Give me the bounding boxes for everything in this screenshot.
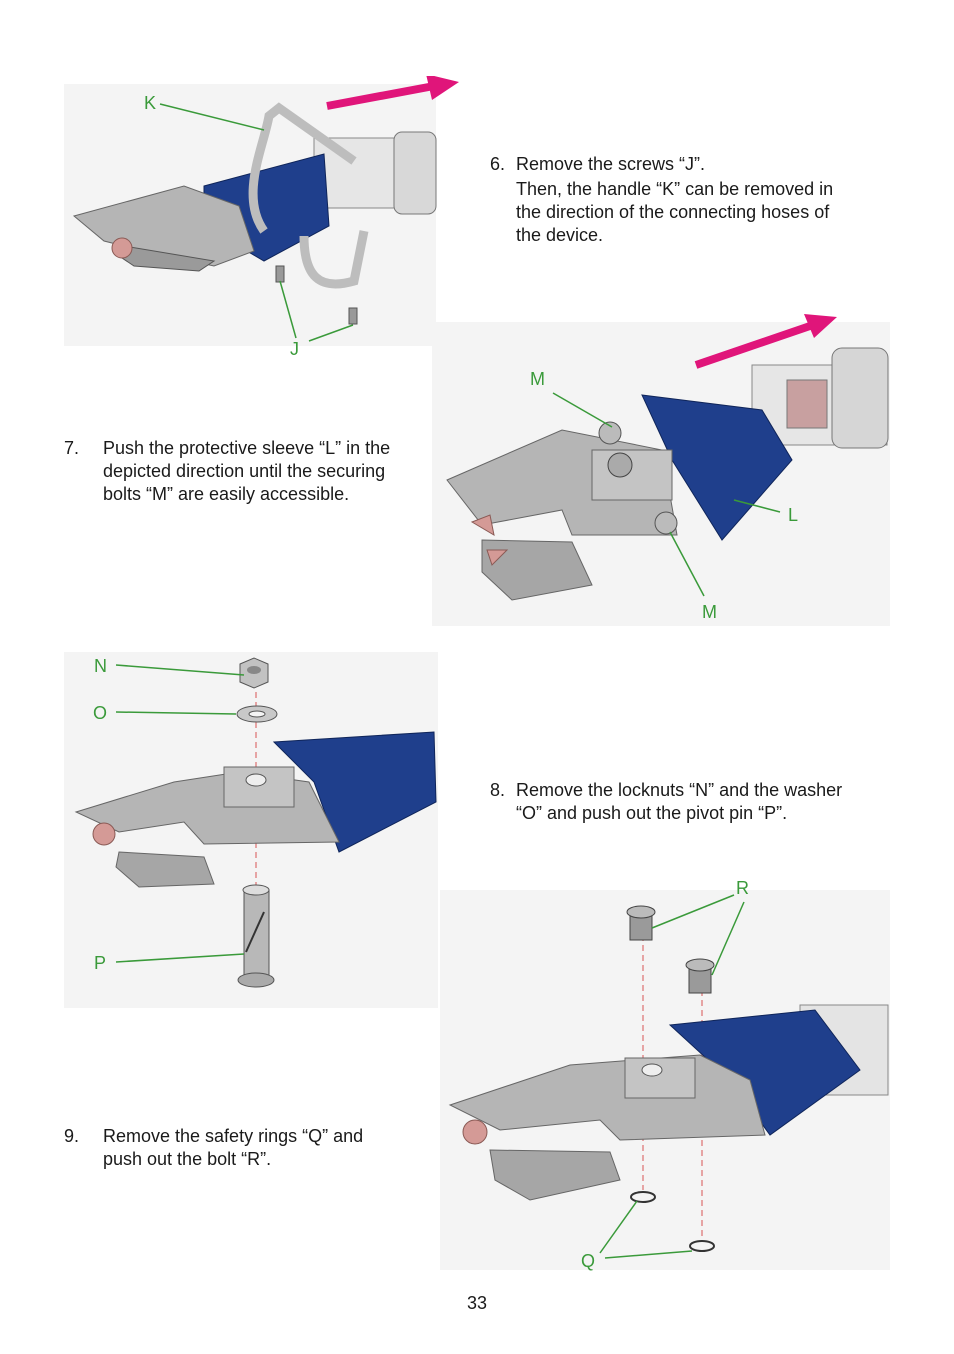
step-number: 9. — [64, 1126, 80, 1146]
label-m-bottom: M — [702, 602, 717, 622]
step-text-line: depicted direction until the securing — [103, 461, 386, 481]
step-6: 6. Remove the screws “J”. Then, the hand… — [490, 153, 910, 253]
step-text-line: Push the protective sleeve “L” in the — [103, 438, 391, 458]
step-number: 8. — [490, 780, 506, 800]
label-r: R — [736, 878, 749, 898]
step-8: 8. Remove the locknuts “N” and the washe… — [490, 779, 910, 829]
label-o: O — [93, 703, 108, 723]
step-text-line: the device. — [516, 225, 604, 245]
figure-4-safety-rings — [448, 894, 889, 1259]
figure-3-pivot-pin — [74, 657, 437, 988]
step-text-line: push out the bolt “R”. — [103, 1149, 272, 1169]
step-text-line: Remove the locknuts “N” and the washer — [516, 780, 843, 800]
step-9: 9. Remove the safety rings “Q” and push … — [64, 1125, 434, 1175]
label-j: J — [290, 339, 299, 359]
step-text-line: Remove the safety rings “Q” and — [103, 1126, 364, 1146]
page-number: 33 — [466, 1293, 488, 1313]
step-text-line: Remove the screws “J”. — [516, 154, 706, 174]
step-7: 7. Push the protective sleeve “L” in the… — [64, 437, 434, 509]
label-l: L — [788, 505, 799, 525]
step-text-line: “O” and push out the pivot pin “P”. — [516, 803, 788, 823]
step-text-line: bolts “M” are easily accessible. — [103, 484, 350, 504]
label-p: P — [94, 953, 107, 973]
label-n: N — [94, 656, 107, 676]
label-m-top: M — [530, 369, 545, 389]
step-text-line: the direction of the connecting hoses of — [516, 202, 830, 222]
label-q: Q — [581, 1251, 596, 1271]
step-number: 7. — [64, 438, 80, 458]
step-number: 6. — [490, 154, 506, 174]
figure-2-sleeve-push — [446, 314, 889, 601]
figure-1-handle-removal — [72, 76, 459, 342]
label-k: K — [144, 93, 157, 113]
step-text-line: Then, the handle “K” can be removed in — [516, 179, 834, 199]
